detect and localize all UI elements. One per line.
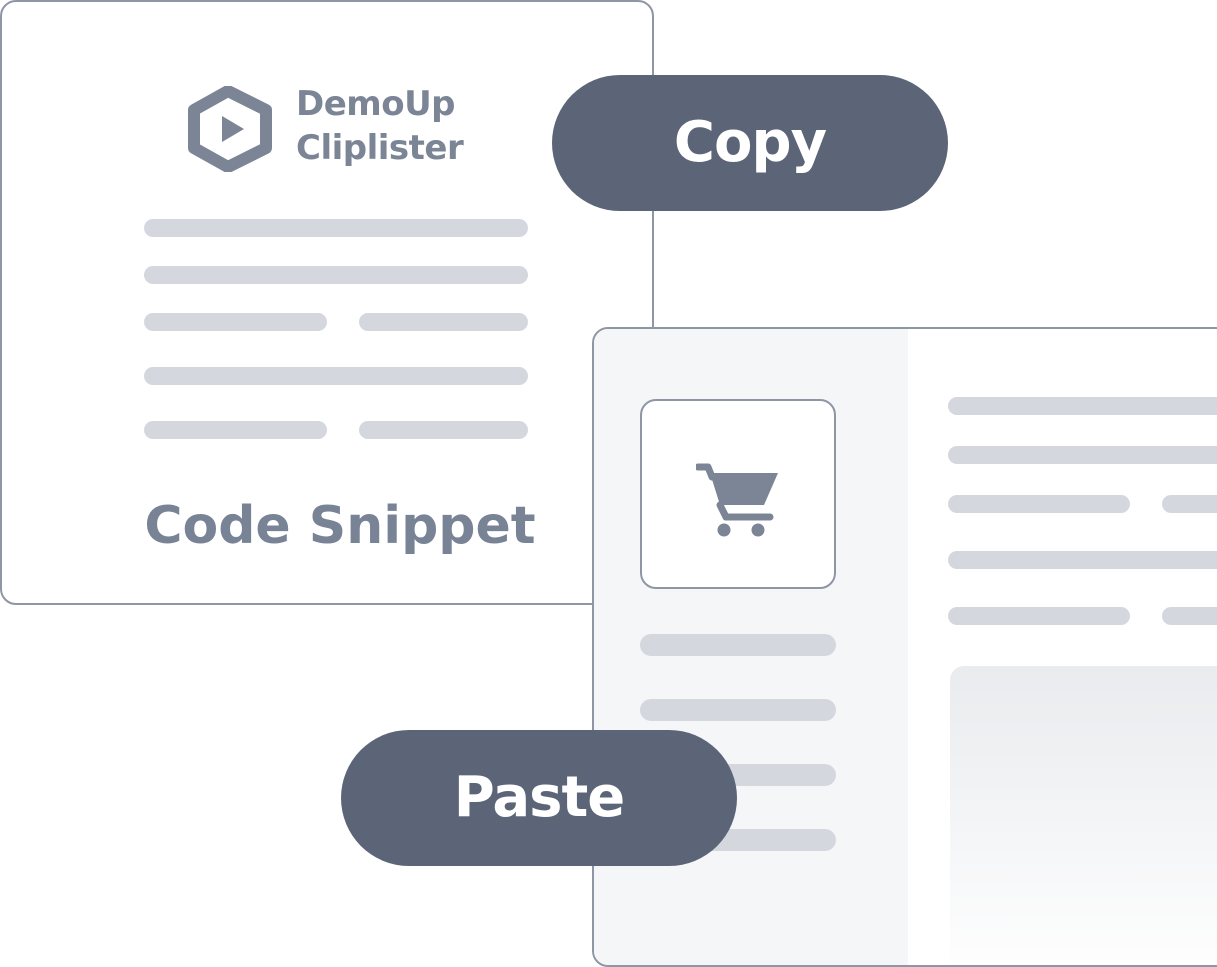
code-line-placeholder xyxy=(144,367,528,385)
content-line-placeholder xyxy=(1162,495,1217,513)
image-placeholder xyxy=(950,666,1217,965)
code-line-placeholder xyxy=(359,313,528,331)
shopping-cart-icon xyxy=(696,463,778,537)
content-line-placeholder xyxy=(948,551,1217,569)
code-line-placeholder xyxy=(359,421,528,439)
code-line-placeholder xyxy=(144,219,528,237)
content-line-placeholder xyxy=(948,495,1130,513)
brand-name-line1: DemoUp xyxy=(296,84,456,124)
sidebar-line-placeholder xyxy=(640,634,836,656)
content-line-placeholder xyxy=(948,607,1130,625)
code-line-placeholder xyxy=(144,266,528,284)
content-line-placeholder xyxy=(948,446,1217,464)
code-line-placeholder xyxy=(144,421,327,439)
shop-page-card xyxy=(592,327,1217,967)
sidebar-line-placeholder xyxy=(640,699,836,721)
code-line-placeholder xyxy=(144,313,327,331)
hexagon-play-icon xyxy=(188,86,272,172)
paste-button[interactable]: Paste xyxy=(341,730,737,866)
copy-button[interactable]: Copy xyxy=(552,75,948,211)
snippet-title: Code Snippet xyxy=(144,496,536,556)
content-line-placeholder xyxy=(948,397,1217,415)
code-snippet-card: DemoUp Cliplister Code Snippet xyxy=(0,0,654,605)
product-tile[interactable] xyxy=(640,399,836,589)
content-line-placeholder xyxy=(1162,607,1217,625)
brand-name-line2: Cliplister xyxy=(296,128,464,168)
product-sidebar xyxy=(594,329,908,965)
